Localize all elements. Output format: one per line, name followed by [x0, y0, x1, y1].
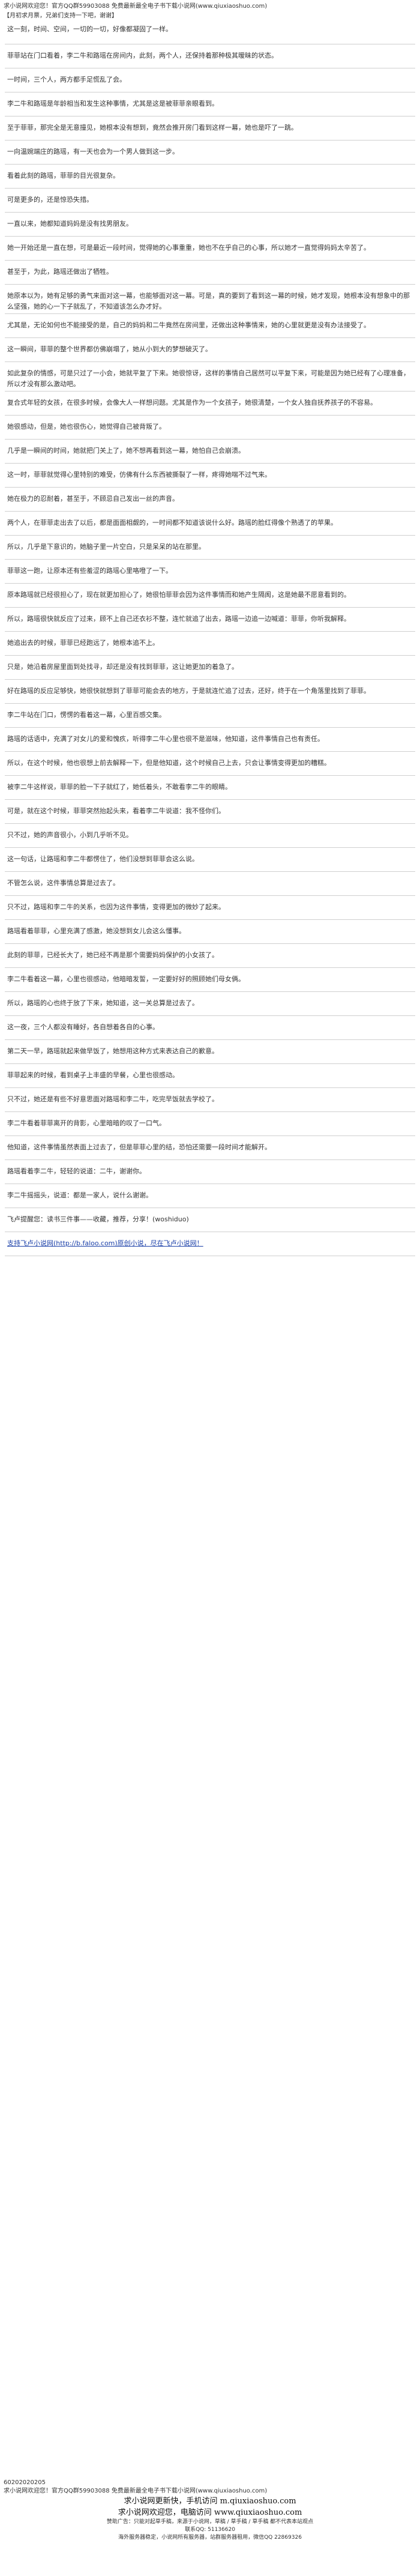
paragraph: 这一瞬间，菲菲的整个世界都仿佛崩塌了，她从小到大的梦想破灭了。	[5, 338, 415, 362]
paragraph: 路瑶看着李二牛，轻轻的说道：二牛，谢谢你。	[5, 1160, 415, 1184]
paragraph: 可是更多的，还是惊恐失措。	[5, 189, 415, 213]
paragraph: 他知道，这件事情虽然表面上过去了，但是菲菲心里的结，恐怕还需要一段时间才能解开。	[5, 1136, 415, 1160]
paragraph: 李二牛站在门口，愣愣的看着这一幕，心里百感交集。	[5, 704, 415, 728]
paragraph: 只不过，路瑶和李二牛的关系，也因为这件事情，变得更加的微妙了起来。	[5, 896, 415, 920]
paragraph: 几乎是一瞬间的时间，她就把门关上了，她不想再看到这一幕，她怕自己会崩溃。	[5, 440, 415, 464]
paragraph: 李二牛和路瑶是年龄相当和发生这种事情，尤其是这是被菲菲亲眼看到。	[5, 92, 415, 116]
paragraph: 尤其是，无论如何也不能接受的是，自己的妈妈和二牛竟然在房间里，还做出这种事情来，…	[5, 314, 415, 338]
footer-hosting-line: 海外服务器稳定，小说网所有服务器，站群服务器租用，微信QQ 22869326	[118, 2535, 302, 2541]
paragraph: 一直以来，她都知道妈妈是没有找男朋友。	[5, 213, 415, 237]
paragraph: 李二牛看着这一幕，心里也很感动，他暗暗发誓，一定要好好的照顾她们母女俩。	[5, 968, 415, 992]
footer-code: 60202020205	[4, 2479, 46, 2486]
paragraph: 此刻的菲菲，已经长大了，她已经不再是那个需要妈妈保护的小女孩了。	[5, 944, 415, 968]
paragraph: 她原本以为，她有足够的勇气来面对这一幕，也能够面对这一幕。可是，真的要到了看到这…	[5, 285, 415, 314]
paragraph: 可是，就在这个时候，菲菲突然抬起头来，看着李二牛说道：我不怪你们。	[5, 800, 415, 824]
paragraph: 这一时，菲菲就觉得心里特别的难受，仿佛有什么东西被撕裂了一样，疼得她喘不过气来。	[5, 464, 415, 488]
paragraph: 她很感动，但是，她也很伤心，她觉得自己被背叛了。	[5, 416, 415, 440]
paragraph: 原本路瑶就已经很担心了，现在就更加担心了，她很怕菲菲会因为这件事情而和她产生隔阂…	[5, 584, 415, 608]
paragraph: 看着此刻的路瑶，菲菲的目光很复杂。	[5, 165, 415, 189]
paragraph: 复合式年轻的女孩，在很多时候，会像大人一样想问题。尤其是作为一个女孩子，她很清楚…	[5, 392, 415, 416]
paragraph: 菲菲起来的时候，看到桌子上丰盛的早餐，心里也很感动。	[5, 1064, 415, 1088]
paragraph: 路瑶看着菲菲，心里充满了感激，她没想到女儿会这么懂事。	[5, 920, 415, 944]
paragraph: 一向温婉端庄的路瑶，有一天也会为一个男人做到这一步。	[5, 141, 415, 165]
paragraph: 菲菲这一跑，让原本还有些羞涩的路瑶心里咯噔了一下。	[5, 560, 415, 584]
paragraph: 只是，她沿着房屋里面到处找寻，却还是没有找到菲菲，这让她更加的着急了。	[5, 656, 415, 680]
paragraph: 如此复杂的情感，可是只过了一小会，她就平复了下来。她很惊讶，这样的事情自己居然可…	[5, 362, 415, 392]
footer-ad-line: 赞助广告：只能对起草手稿，来源于小说网，草稿 / 草手稿 / 草手稿 都不代表本…	[106, 2519, 314, 2525]
paragraph: 飞卢提醒您：读书三件事——收藏，推荐，分享！(woshiduo)	[5, 1208, 415, 1232]
paragraph: 只不过，她还是有些不好意思面对路瑶和李二牛，吃完早饭就去学校了。	[5, 1088, 415, 1112]
paragraph: 所以，路瑶的心也终于放了下来，她知道，这一关总算是过去了。	[5, 992, 415, 1016]
header-request-line: 【月初求月票，兄弟们支持一下吧，谢谢】	[4, 13, 118, 19]
footer-desktop-line[interactable]: 求小说网欢迎您，电脑访问 www.qiuxiaoshuo.com	[118, 2508, 302, 2517]
paragraph: 不管怎么说，这件事情总算是过去了。	[5, 872, 415, 896]
paragraph: 所以，在这个时候，他也很想上前去解释一下，但是他知道，这个时候自己上去，只会让事…	[5, 752, 415, 776]
paragraph: 这一夜，三个人都没有睡好，各自想着各自的心事。	[5, 1016, 415, 1040]
footer-site-line: 求小说网欢迎您！官方QQ群59903088 免费最新最全电子书下载小说网(www…	[4, 2488, 268, 2494]
paragraph: 她一开始还是一直在想，可是最近一段时间，觉得她的心事重重，她也不在乎自己的心事，…	[5, 237, 415, 261]
paragraph: 她追出去的时候，菲菲已经跑远了，她根本追不上。	[5, 632, 415, 656]
paragraph: 至于菲菲，那完全是无意撞见，她根本没有想到，竟然会推开房门看到这样一幕，她也是吓…	[5, 116, 415, 141]
page-header: 求小说网欢迎您！官方QQ群59903088 免费最新最全电子书下载小说网(www…	[0, 0, 420, 20]
paragraph: 李二牛看着菲菲离开的背影，心里暗暗的叹了一口气。	[5, 1112, 415, 1136]
paragraph: 好在路瑶的反应足够快，她很快就想到了菲菲可能会去的地方，于是就连忙追了过去，还好…	[5, 680, 415, 704]
paragraph: 这一句话，让路瑶和李二牛都愣住了，他们没想到菲菲会这么说。	[5, 848, 415, 872]
paragraph: 所以，几乎是下意识的，她脑子里一片空白，只是呆呆的站在那里。	[5, 536, 415, 560]
footer-contact-line: 联系QQ: 51136620	[185, 2527, 235, 2533]
paragraph: 一时间，三个人，两方都手足慌乱了会。	[5, 68, 415, 92]
paragraph: 所以，路瑶很快就反应了过来，顾不上自己还衣衫不整，连忙就追了出去，路瑶一边追一边…	[5, 608, 415, 632]
page-footer: 60202020205 求小说网欢迎您！官方QQ群59903088 免费最新最全…	[0, 2479, 420, 2576]
paragraph: 甚至于，为此，路瑶还做出了牺牲。	[5, 261, 415, 285]
paragraph: 路瑶的话语中，充满了对女儿的爱和愧疚，听得李二牛心里也很不是滋味，他知道，这件事…	[5, 728, 415, 752]
paragraph: 李二牛摇摇头，说道：都是一家人，说什么谢谢。	[5, 1184, 415, 1208]
paragraph: 第二天一早，路瑶就起来做早饭了，她想用这种方式来表达自己的歉意。	[5, 1040, 415, 1064]
paragraph: 这一刻，时间、空间，一切的一切，好像都凝固了一样。	[5, 20, 415, 44]
chapter-body: 这一刻，时间、空间，一切的一切，好像都凝固了一样。菲菲站在门口看着，李二牛和路瑶…	[5, 20, 415, 2470]
paragraph: 只不过，她的声音很小，小到几乎听不见。	[5, 824, 415, 848]
paragraph: 菲菲站在门口看着，李二牛和路瑶在房间内，此刻，两个人，还保持着那种极其暧昧的状态…	[5, 44, 415, 68]
paragraph: 两个人，在菲菲走出去了以后，都是面面相觑的，一时间都不知道该说什么好。路瑶的脸红…	[5, 512, 415, 536]
paragraph: 被李二牛这样说，菲菲的脸一下子就红了，她低着头，不敢看李二牛的眼睛。	[5, 776, 415, 800]
paragraph[interactable]: 支持飞卢小说网(http://b.faloo.com)原创小说，尽在飞卢小说网！	[5, 1232, 415, 1256]
footer-mobile-line[interactable]: 求小说网更新快，手机访问 m.qiuxiaoshuo.com	[124, 2497, 296, 2506]
paragraph: 她在极力的忍耐着，甚至于，不顾忌自己发出一丝的声音。	[5, 488, 415, 512]
header-site-line: 求小说网欢迎您！官方QQ群59903088 免费最新最全电子书下载小说网(www…	[4, 3, 268, 10]
